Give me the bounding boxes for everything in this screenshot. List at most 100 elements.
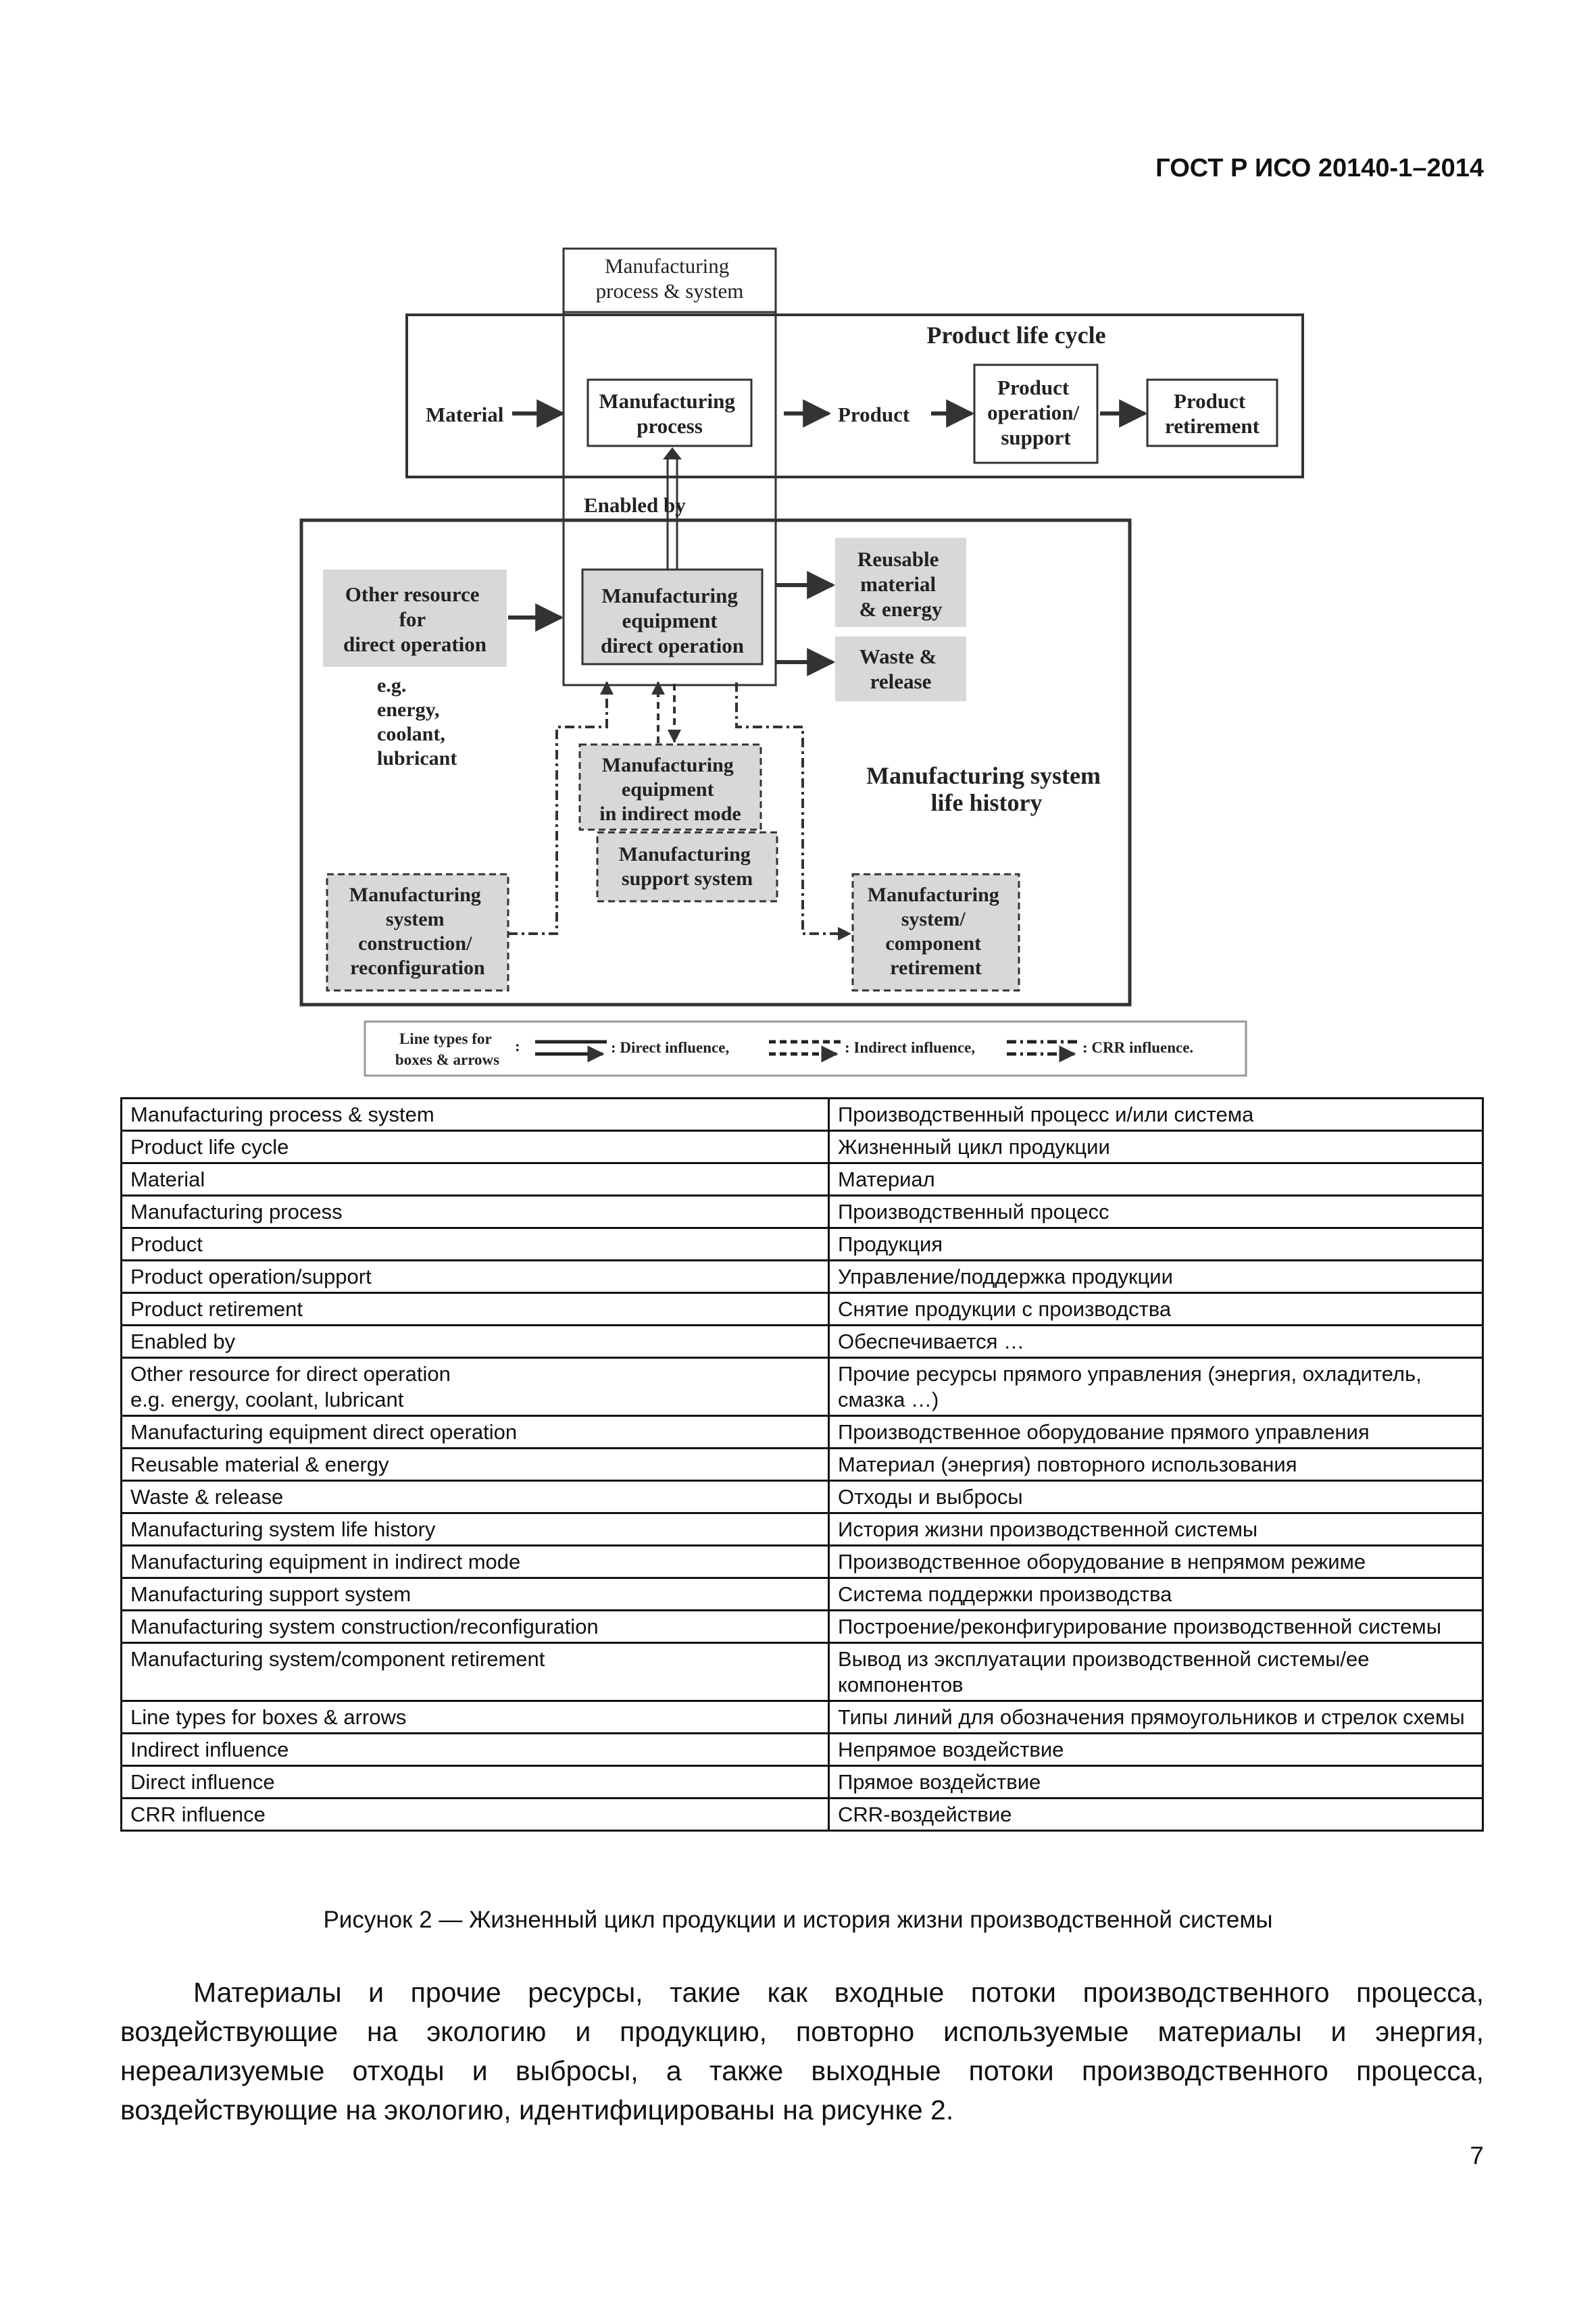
- plc-title: Product life cycle: [926, 322, 1105, 349]
- equip-direct-box: [581, 568, 764, 665]
- legend-crr: : CRR influence.: [1082, 1039, 1193, 1056]
- legend-label: Line types for boxes & arrows: [395, 1030, 499, 1068]
- term-english: Manufacturing support system: [120, 1577, 830, 1611]
- product-retirement-label: Product retirement: [1165, 389, 1260, 438]
- term-english: Product operation/support: [120, 1259, 830, 1294]
- legend-colon: :: [515, 1038, 520, 1055]
- term-english: Other resource for direct operation e.g.…: [120, 1357, 830, 1417]
- table-row: Manufacturing equipment in indirect mode…: [120, 1544, 1484, 1579]
- legend-box: [364, 1020, 1247, 1077]
- table-row: Manufacturing equipment direct operation…: [120, 1415, 1484, 1449]
- legend-direct: : Direct influence,: [611, 1039, 729, 1056]
- term-english: Material: [120, 1162, 830, 1197]
- term-russian: Управление/поддержка продукции: [828, 1259, 1484, 1294]
- term-english: Indirect influence: [120, 1732, 830, 1767]
- term-russian: Прочие ресурсы прямого управления (энерг…: [828, 1357, 1484, 1417]
- term-english: CRR influence: [120, 1797, 830, 1832]
- term-russian: История жизни производственной системы: [828, 1512, 1484, 1546]
- term-russian: Производственное оборудование в непрямом…: [828, 1544, 1484, 1579]
- legend-indirect: : Indirect influence,: [845, 1039, 975, 1056]
- equip-indirect-box: [578, 743, 762, 831]
- equip-direct-label: Manufacturing equipment direct operation: [601, 584, 744, 657]
- mfg-process-box: [587, 378, 753, 447]
- term-english: Line types for boxes & arrows: [120, 1700, 830, 1734]
- product-operation-label: Product operation/ support: [987, 376, 1084, 449]
- term-russian: CRR-воздействие: [828, 1797, 1484, 1832]
- term-english: Reusable material & energy: [120, 1447, 830, 1482]
- waste-box: [835, 636, 966, 701]
- mfg-process-system-box: [562, 247, 777, 686]
- support-system-label: Manufacturing support system: [619, 843, 756, 890]
- equip-indirect-label: Manufacturing equipment in indirect mode: [599, 754, 741, 825]
- table-row: Manufacturing system construction/reconf…: [120, 1609, 1484, 1644]
- figure-caption: Рисунок 2 — Жизненный цикл продукции и и…: [323, 1907, 1273, 1933]
- other-resource-label: Other resource for direct operation: [343, 582, 487, 656]
- term-russian: Построение/реконфигурирование производст…: [828, 1609, 1484, 1644]
- mfg-process-label: Manufacturing process: [599, 389, 740, 438]
- term-english: Product life cycle: [120, 1130, 830, 1164]
- construction-box: [326, 873, 509, 992]
- term-russian: Материал: [828, 1162, 1484, 1197]
- page-number: 7: [1470, 2142, 1484, 2169]
- term-russian: Материал (энергия) повторного использова…: [828, 1447, 1484, 1482]
- figure-diagram: Manufacturing process & system Product l…: [299, 247, 1304, 1077]
- term-russian: Обеспечивается …: [828, 1324, 1484, 1359]
- term-english: Manufacturing process: [120, 1194, 830, 1229]
- term-english: Direct influence: [120, 1765, 830, 1799]
- eg-list: e.g. energy, coolant, lubricant: [377, 674, 457, 770]
- document-code: ГОСТ Р ИСО 20140-1–2014: [1155, 154, 1484, 182]
- term-english: Manufacturing equipment in indirect mode: [120, 1544, 830, 1579]
- body-paragraph: Материалы и прочие ресурсы, такие как вх…: [120, 1977, 1484, 2126]
- term-russian: Система поддержки производства: [828, 1577, 1484, 1611]
- term-russian: Отходы и выбросы: [828, 1480, 1484, 1514]
- msl-title: Manufacturing system life history: [866, 762, 1107, 816]
- term-english: Waste & release: [120, 1480, 830, 1514]
- component-retirement-box: [851, 873, 1020, 992]
- enabled-by-label: Enabled by: [584, 493, 686, 517]
- term-russian: Производственный процесс и/или система: [828, 1097, 1484, 1132]
- term-english: Manufacturing equipment direct operation: [120, 1415, 830, 1449]
- term-english: Product: [120, 1227, 830, 1261]
- term-russian: Производственный процесс: [828, 1194, 1484, 1229]
- term-english: Product retirement: [120, 1292, 830, 1326]
- term-english: Manufacturing system construction/reconf…: [120, 1609, 830, 1644]
- term-russian: Снятие продукции с производства: [828, 1292, 1484, 1326]
- term-russian: Типы линий для обозначения прямоугольник…: [828, 1700, 1484, 1734]
- reusable-label: Reusable material & energy: [857, 547, 944, 621]
- term-english: Manufacturing system/component retiremen…: [120, 1642, 830, 1702]
- table-row: Manufacturing system/component retiremen…: [120, 1642, 1484, 1702]
- mfg-system-life-history-frame: [299, 518, 1132, 1007]
- waste-label: Waste & release: [859, 645, 942, 693]
- term-russian: Прямое воздействие: [828, 1765, 1484, 1799]
- product-label: Product: [838, 403, 910, 426]
- term-english: Manufacturing process & system: [120, 1097, 830, 1132]
- term-russian: Продукция: [828, 1227, 1484, 1261]
- term-russian: Производственное оборудование прямого уп…: [828, 1415, 1484, 1449]
- table-row: Other resource for direct operation e.g.…: [120, 1357, 1484, 1417]
- product-life-cycle-frame: [405, 313, 1304, 478]
- construction-label: Manufacturing system construction/ recon…: [349, 884, 487, 979]
- other-resource-box: [323, 570, 507, 667]
- term-russian: Вывод из эксплуатации производственной с…: [828, 1642, 1484, 1702]
- mps-label: Manufacturing process & system: [596, 254, 744, 303]
- product-retirement-box: [1146, 378, 1278, 447]
- support-system-box: [596, 831, 778, 903]
- reusable-box: [835, 538, 966, 627]
- product-operation-box: [973, 363, 1099, 464]
